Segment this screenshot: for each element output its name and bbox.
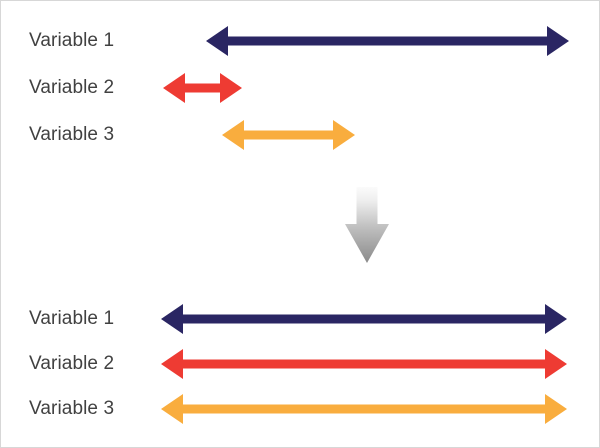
after-label-variable-1: Variable 1 <box>29 308 115 329</box>
after-arrow-variable-3 <box>161 394 567 424</box>
after-label-variable-3: Variable 3 <box>29 398 115 419</box>
arrow-shape-orange-before <box>222 120 355 150</box>
arrow-shape-navy-before <box>206 26 569 56</box>
after-arrow-variable-1 <box>161 304 567 334</box>
before-arrow-variable-3 <box>222 120 355 150</box>
before-arrow-variable-1 <box>206 26 569 56</box>
before-label-variable-3: Variable 3 <box>29 124 115 145</box>
before-label-variable-2: Variable 2 <box>29 77 115 98</box>
arrow-shape-gray-transition <box>345 187 389 263</box>
arrow-shape-navy-after <box>161 304 567 334</box>
after-label-variable-2: Variable 2 <box>29 353 115 374</box>
gray-down-arrow <box>345 187 389 263</box>
before-label-variable-1: Variable 1 <box>29 30 115 51</box>
arrow-shape-orange-after <box>161 394 567 424</box>
before-arrow-variable-2 <box>163 73 242 103</box>
arrow-shape-red-before <box>163 73 242 103</box>
arrow-shape-red-after <box>161 349 567 379</box>
after-arrow-variable-2 <box>161 349 567 379</box>
